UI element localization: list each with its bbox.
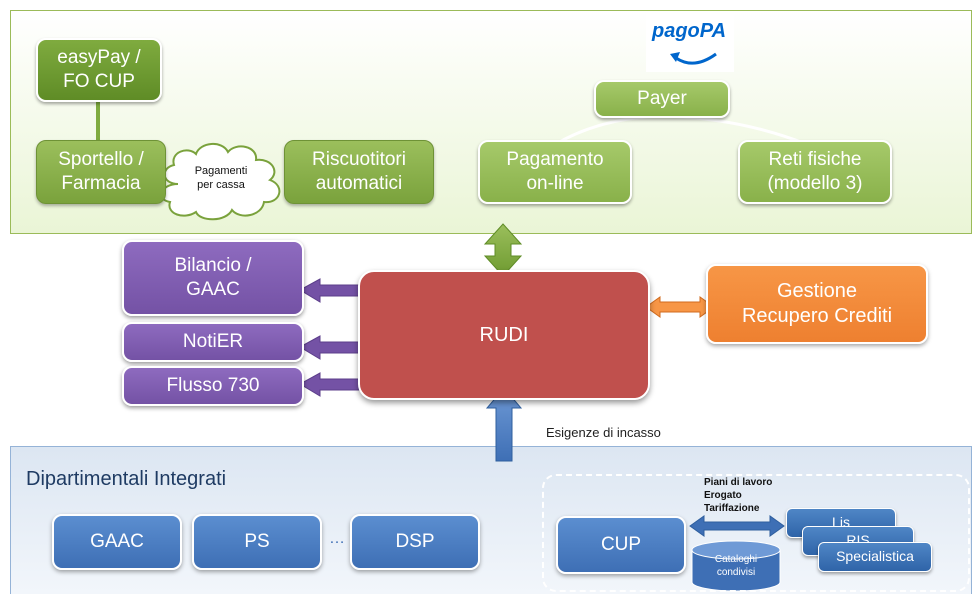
bilancio-box[interactable]: Bilancio / GAAC (122, 240, 304, 316)
easypay-box[interactable]: easyPay / FO CUP (36, 38, 162, 102)
arrow-to-notier (298, 335, 363, 360)
payer-box[interactable]: Payer (594, 80, 730, 118)
dsp-box[interactable]: DSP (350, 514, 480, 570)
cup-box[interactable]: CUP (556, 516, 686, 574)
piani-note: Piani di lavoro Erogato Tariffazione (704, 477, 773, 514)
reti-fisiche-box[interactable]: Reti fisiche (modello 3) (738, 140, 892, 204)
gestione-recupero-crediti-box[interactable]: Gestione Recupero Crediti (706, 264, 928, 344)
pagopa-logo: pagoPA (646, 14, 734, 72)
ps-box[interactable]: PS (192, 514, 322, 570)
gaac-box[interactable]: GAAC (52, 514, 182, 570)
pagamento-online-box[interactable]: Pagamento on-line (478, 140, 632, 204)
cataloghi-label: Cataloghi condivisi (714, 554, 758, 578)
rudi-gestione-double-arrow (645, 296, 715, 318)
rudi-box[interactable]: RUDI (358, 270, 650, 400)
esigenze-label: Esigenze di incasso (546, 425, 661, 440)
cup-group (542, 474, 970, 592)
flusso-730-box[interactable]: Flusso 730 (122, 366, 304, 406)
esigenze-up-arrow (485, 387, 523, 462)
pagopa-rudi-double-arrow (483, 223, 523, 277)
riscuotitori-box[interactable]: Riscuotitori automatici (284, 140, 434, 204)
arrow-to-bilancio (298, 278, 363, 303)
cataloghi-database (691, 540, 781, 592)
sportello-box[interactable]: Sportello / Farmacia (36, 140, 166, 204)
pagamenti-cloud-label: Pagamenti per cassa (194, 165, 248, 192)
cup-lis-double-arrow (689, 515, 785, 537)
pagamenti-cloud (160, 143, 281, 221)
specialistica-box[interactable]: Specialistica (818, 542, 932, 572)
notier-box[interactable]: NotiER (122, 322, 304, 362)
dipartimentali-title: Dipartimentali Integrati (26, 468, 227, 490)
pagopa-swoosh-icon (670, 52, 717, 65)
ellipsis-label: … (329, 530, 345, 547)
arrow-to-flusso (298, 372, 363, 397)
pagopa-logo-text: pagoPA (652, 20, 727, 42)
